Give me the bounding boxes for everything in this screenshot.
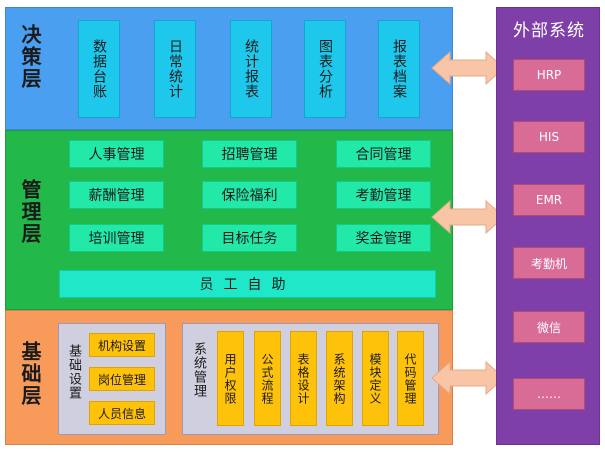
decision-item-daily-stats[interactable]: 日常统计 (154, 20, 196, 118)
sys-item-user-permissions[interactable]: 用户权限 (217, 331, 244, 426)
system-management-panel: 系统管理 用户权限 公式流程 表格设计 系统架构 模块定义 代码管理 (182, 323, 439, 435)
external-systems-panel: 外部系统 HRP HIS EMR 考勤机 微信 …… (496, 7, 600, 445)
decision-item-report-archive[interactable]: 报表档案 (378, 20, 420, 118)
mgmt-item-goals[interactable]: 目标任务 (202, 224, 297, 252)
external-item-wechat[interactable]: 微信 (513, 311, 585, 343)
decision-external-arrow-icon (431, 50, 505, 86)
mgmt-item-bonus[interactable]: 奖金管理 (336, 224, 431, 252)
settings-item-personnel-info[interactable]: 人员信息 (89, 401, 155, 425)
mgmt-item-salary[interactable]: 薪酬管理 (69, 181, 164, 209)
decision-layer: 决策层 数据台账 日常统计 统计报表 图表分析 报表档案 (5, 7, 453, 130)
foundation-external-arrow-icon (431, 360, 505, 396)
sys-item-code-management[interactable]: 代码管理 (397, 331, 424, 426)
decision-item-data-ledger[interactable]: 数据台账 (78, 20, 120, 118)
mgmt-item-training[interactable]: 培训管理 (69, 224, 164, 252)
sys-item-system-architecture[interactable]: 系统架构 (326, 331, 353, 426)
basic-settings-panel: 基础设置 机构设置 岗位管理 人员信息 (58, 323, 166, 435)
mgmt-item-recruitment[interactable]: 招聘管理 (202, 140, 297, 168)
sys-item-table-design[interactable]: 表格设计 (290, 331, 317, 426)
system-management-label: 系统管理 (191, 342, 206, 398)
management-layer-label: 管理层 (18, 179, 42, 245)
external-item-emr[interactable]: EMR (513, 184, 585, 216)
external-item-his[interactable]: HIS (513, 121, 585, 153)
decision-layer-label: 决策层 (18, 24, 42, 90)
employee-self-service-bar[interactable]: 员工自助 (59, 270, 436, 298)
mgmt-item-attendance[interactable]: 考勤管理 (336, 181, 431, 209)
decision-item-chart-analysis[interactable]: 图表分析 (304, 20, 346, 118)
sys-item-formula-flow[interactable]: 公式流程 (254, 331, 281, 426)
foundation-layer-label: 基础层 (18, 341, 42, 407)
mgmt-item-insurance[interactable]: 保险福利 (202, 181, 297, 209)
external-item-attendance-machine[interactable]: 考勤机 (513, 247, 585, 279)
management-layer: 管理层 人事管理 招聘管理 合同管理 薪酬管理 保险福利 考勤管理 培训管理 目… (5, 130, 453, 310)
settings-item-positions[interactable]: 岗位管理 (89, 367, 155, 391)
external-item-more[interactable]: …… (513, 378, 585, 410)
foundation-layer: 基础层 基础设置 机构设置 岗位管理 人员信息 系统管理 用户权限 公式流程 表… (5, 310, 453, 445)
settings-item-org[interactable]: 机构设置 (89, 333, 155, 357)
basic-settings-label: 基础设置 (66, 344, 81, 400)
mgmt-item-contracts[interactable]: 合同管理 (336, 140, 431, 168)
sys-item-module-definition[interactable]: 模块定义 (362, 331, 389, 426)
external-item-hrp[interactable]: HRP (513, 59, 585, 91)
management-external-arrow-icon (431, 199, 505, 235)
external-systems-title: 外部系统 (513, 21, 585, 41)
decision-item-stat-reports[interactable]: 统计报表 (230, 20, 272, 118)
mgmt-item-personnel[interactable]: 人事管理 (69, 140, 164, 168)
